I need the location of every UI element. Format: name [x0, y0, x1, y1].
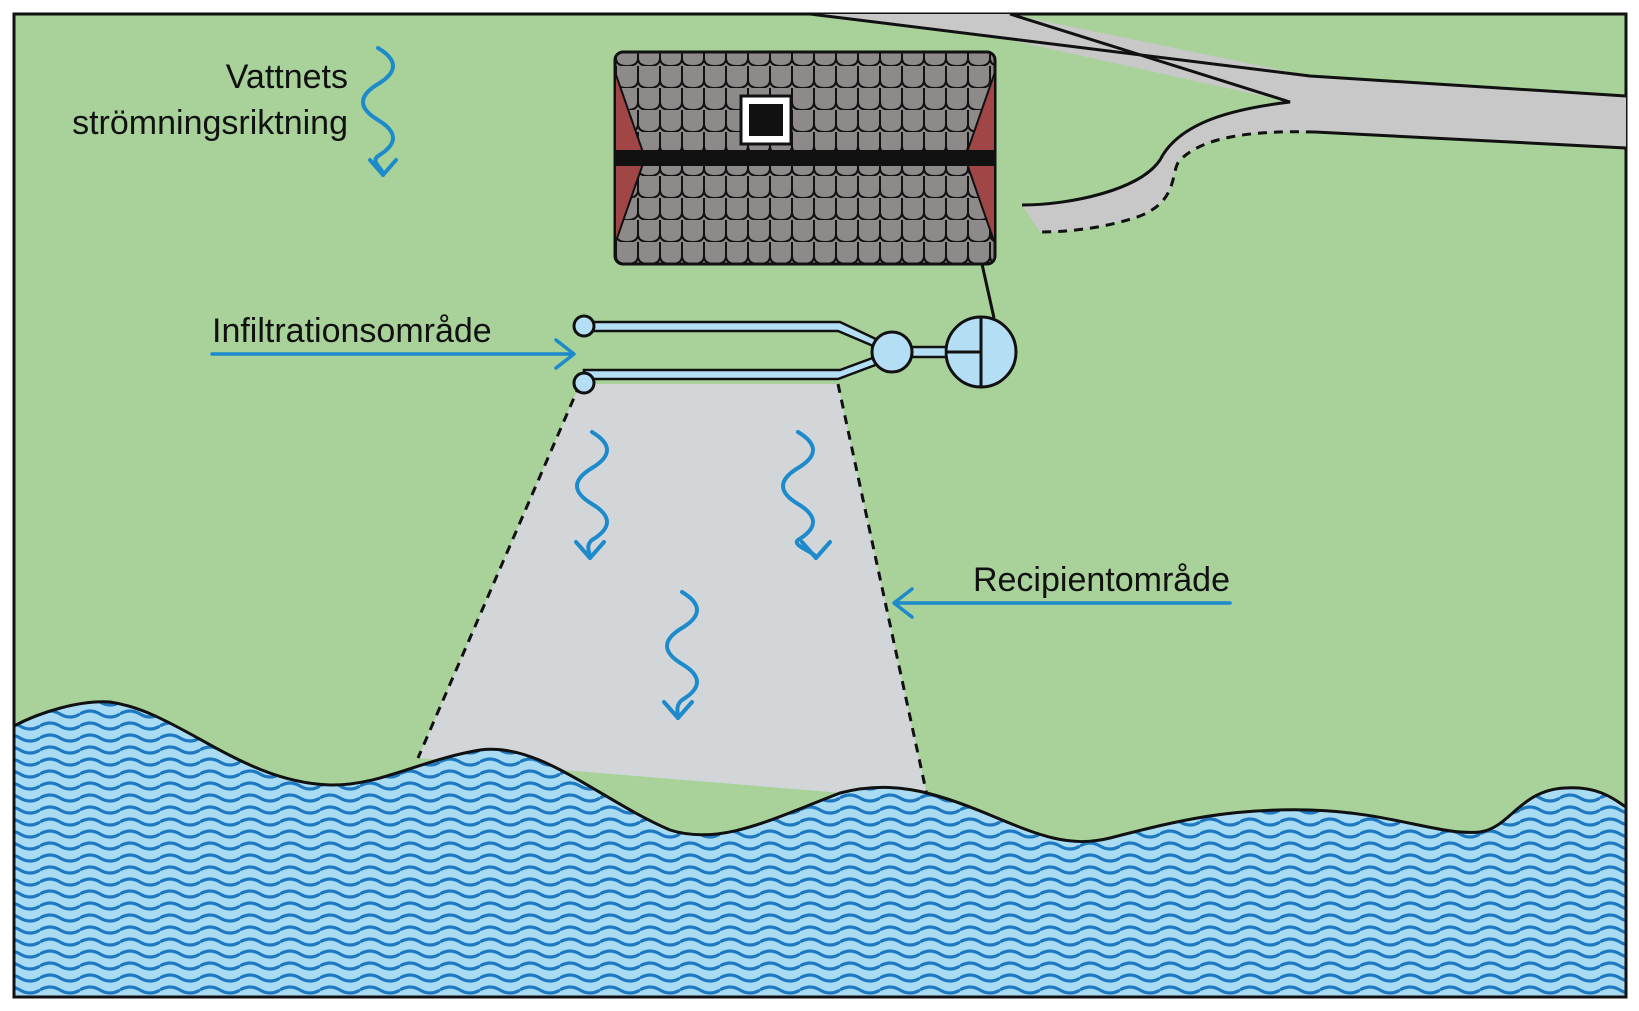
recipient-pointer-arrow	[892, 587, 1232, 619]
pipe-end-upper	[572, 314, 596, 338]
septic-tank-icon	[944, 315, 1018, 389]
flow-arrow-center	[662, 590, 699, 720]
distribution-well-icon	[870, 330, 914, 374]
flow-direction-label-line2: strömningsriktning	[72, 104, 348, 142]
house-roof-icon	[613, 50, 997, 266]
flow-direction-label-line1: Vattnets	[226, 58, 348, 96]
infiltration-pointer-arrow	[210, 338, 576, 370]
road-main	[810, 14, 1626, 232]
pipe-end-lower	[572, 371, 596, 395]
road-edge-top	[809, 12, 1627, 98]
house-drain-pipe	[980, 263, 996, 319]
road-edge-lower	[1314, 130, 1627, 150]
road-edge-upper-inner	[1009, 12, 1291, 207]
tank-connector-pipe	[910, 345, 948, 359]
recipient-area	[418, 384, 928, 800]
recipient-left-boundary	[416, 383, 582, 759]
flow-arrow-right	[781, 430, 832, 560]
flow-direction-legend-icon	[361, 46, 398, 177]
recipient-right-boundary	[836, 383, 930, 801]
water-body	[12, 700, 1628, 999]
flow-arrow-left	[574, 430, 609, 560]
road-edge-dashed	[1039, 130, 1316, 234]
infiltration-label: Infiltrationsområde	[212, 312, 492, 350]
recipient-label: Recipientområde	[973, 561, 1230, 599]
